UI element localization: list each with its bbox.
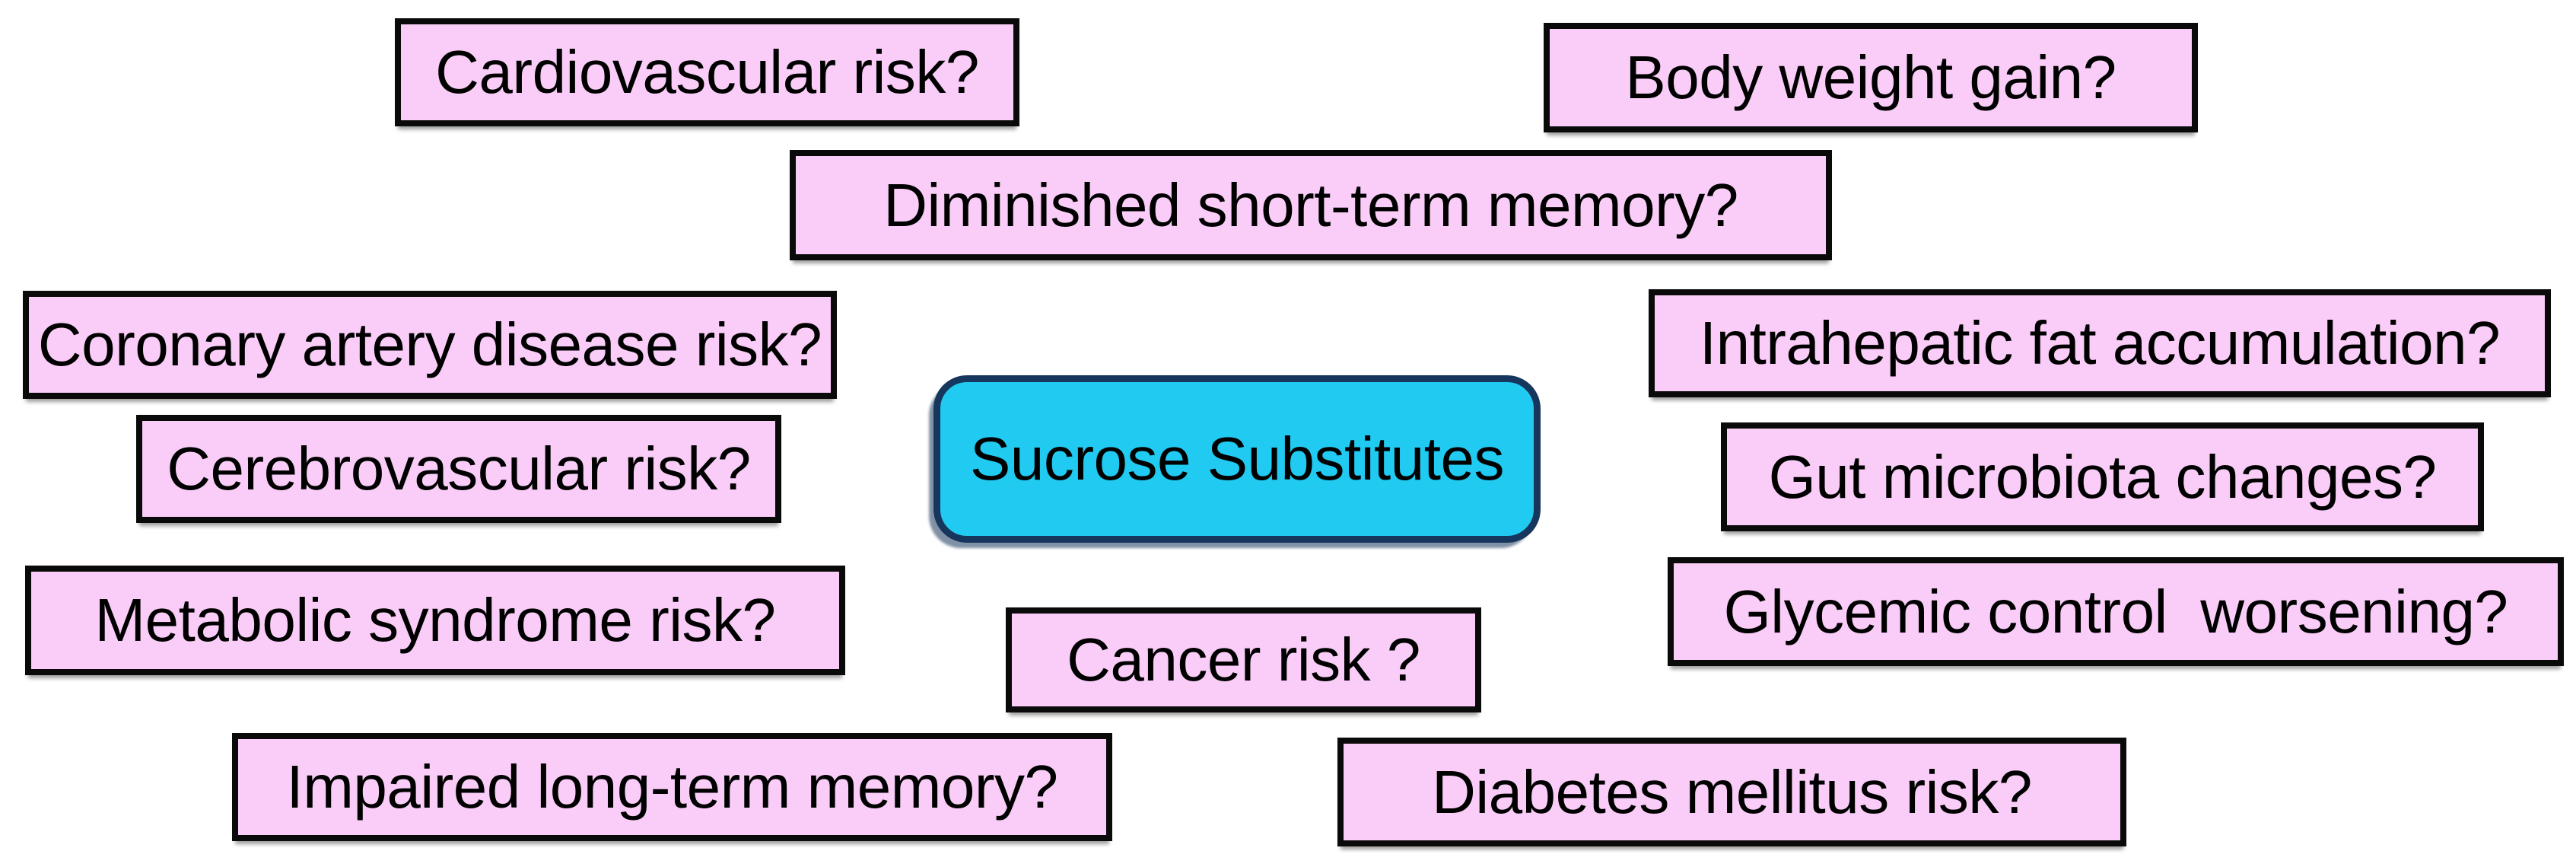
question-box-gut-microbiota-changes: Gut microbiota changes?	[1721, 422, 2484, 531]
center-node-label: Sucrose Substitutes	[970, 425, 1504, 492]
question-label: Gut microbiota changes?	[1768, 442, 2437, 511]
question-box-intrahepatic-fat-accumulation: Intrahepatic fat accumulation?	[1649, 289, 2551, 397]
question-box-metabolic-syndrome-risk: Metabolic syndrome risk?	[25, 566, 845, 675]
question-box-cerebrovascular-risk: Cerebrovascular risk?	[136, 415, 781, 523]
question-label: Cardiovascular risk?	[435, 38, 979, 106]
question-label: Glycemic control worsening?	[1723, 577, 2508, 645]
question-label: Cerebrovascular risk?	[167, 435, 751, 502]
question-label: Metabolic syndrome risk?	[94, 586, 777, 654]
question-label: Diminished short-term memory?	[883, 171, 1738, 239]
question-box-cancer-risk: Cancer risk ?	[1006, 607, 1481, 712]
question-label: Intrahepatic fat accumulation?	[1699, 309, 2501, 377]
center-node-sucrose-substitutes: Sucrose Substitutes	[933, 375, 1541, 543]
question-box-coronary-artery-disease-risk: Coronary artery disease risk?	[23, 291, 837, 399]
question-label: Body weight gain?	[1625, 43, 2116, 111]
question-box-cardiovascular-risk: Cardiovascular risk?	[395, 18, 1019, 126]
question-box-impaired-long-term-memory: Impaired long-term memory?	[232, 733, 1112, 841]
question-box-body-weight-gain: Body weight gain?	[1544, 23, 2198, 132]
question-box-diminished-short-term-memory: Diminished short-term memory?	[790, 150, 1832, 260]
question-label: Impaired long-term memory?	[286, 753, 1059, 821]
question-label: Coronary artery disease risk?	[37, 311, 822, 378]
question-box-diabetes-mellitus-risk: Diabetes mellitus risk?	[1337, 738, 2126, 846]
question-label: Cancer risk ?	[1067, 626, 1420, 693]
question-box-glycemic-control-worsening: Glycemic control worsening?	[1668, 557, 2564, 666]
question-label: Diabetes mellitus risk?	[1432, 757, 2032, 826]
